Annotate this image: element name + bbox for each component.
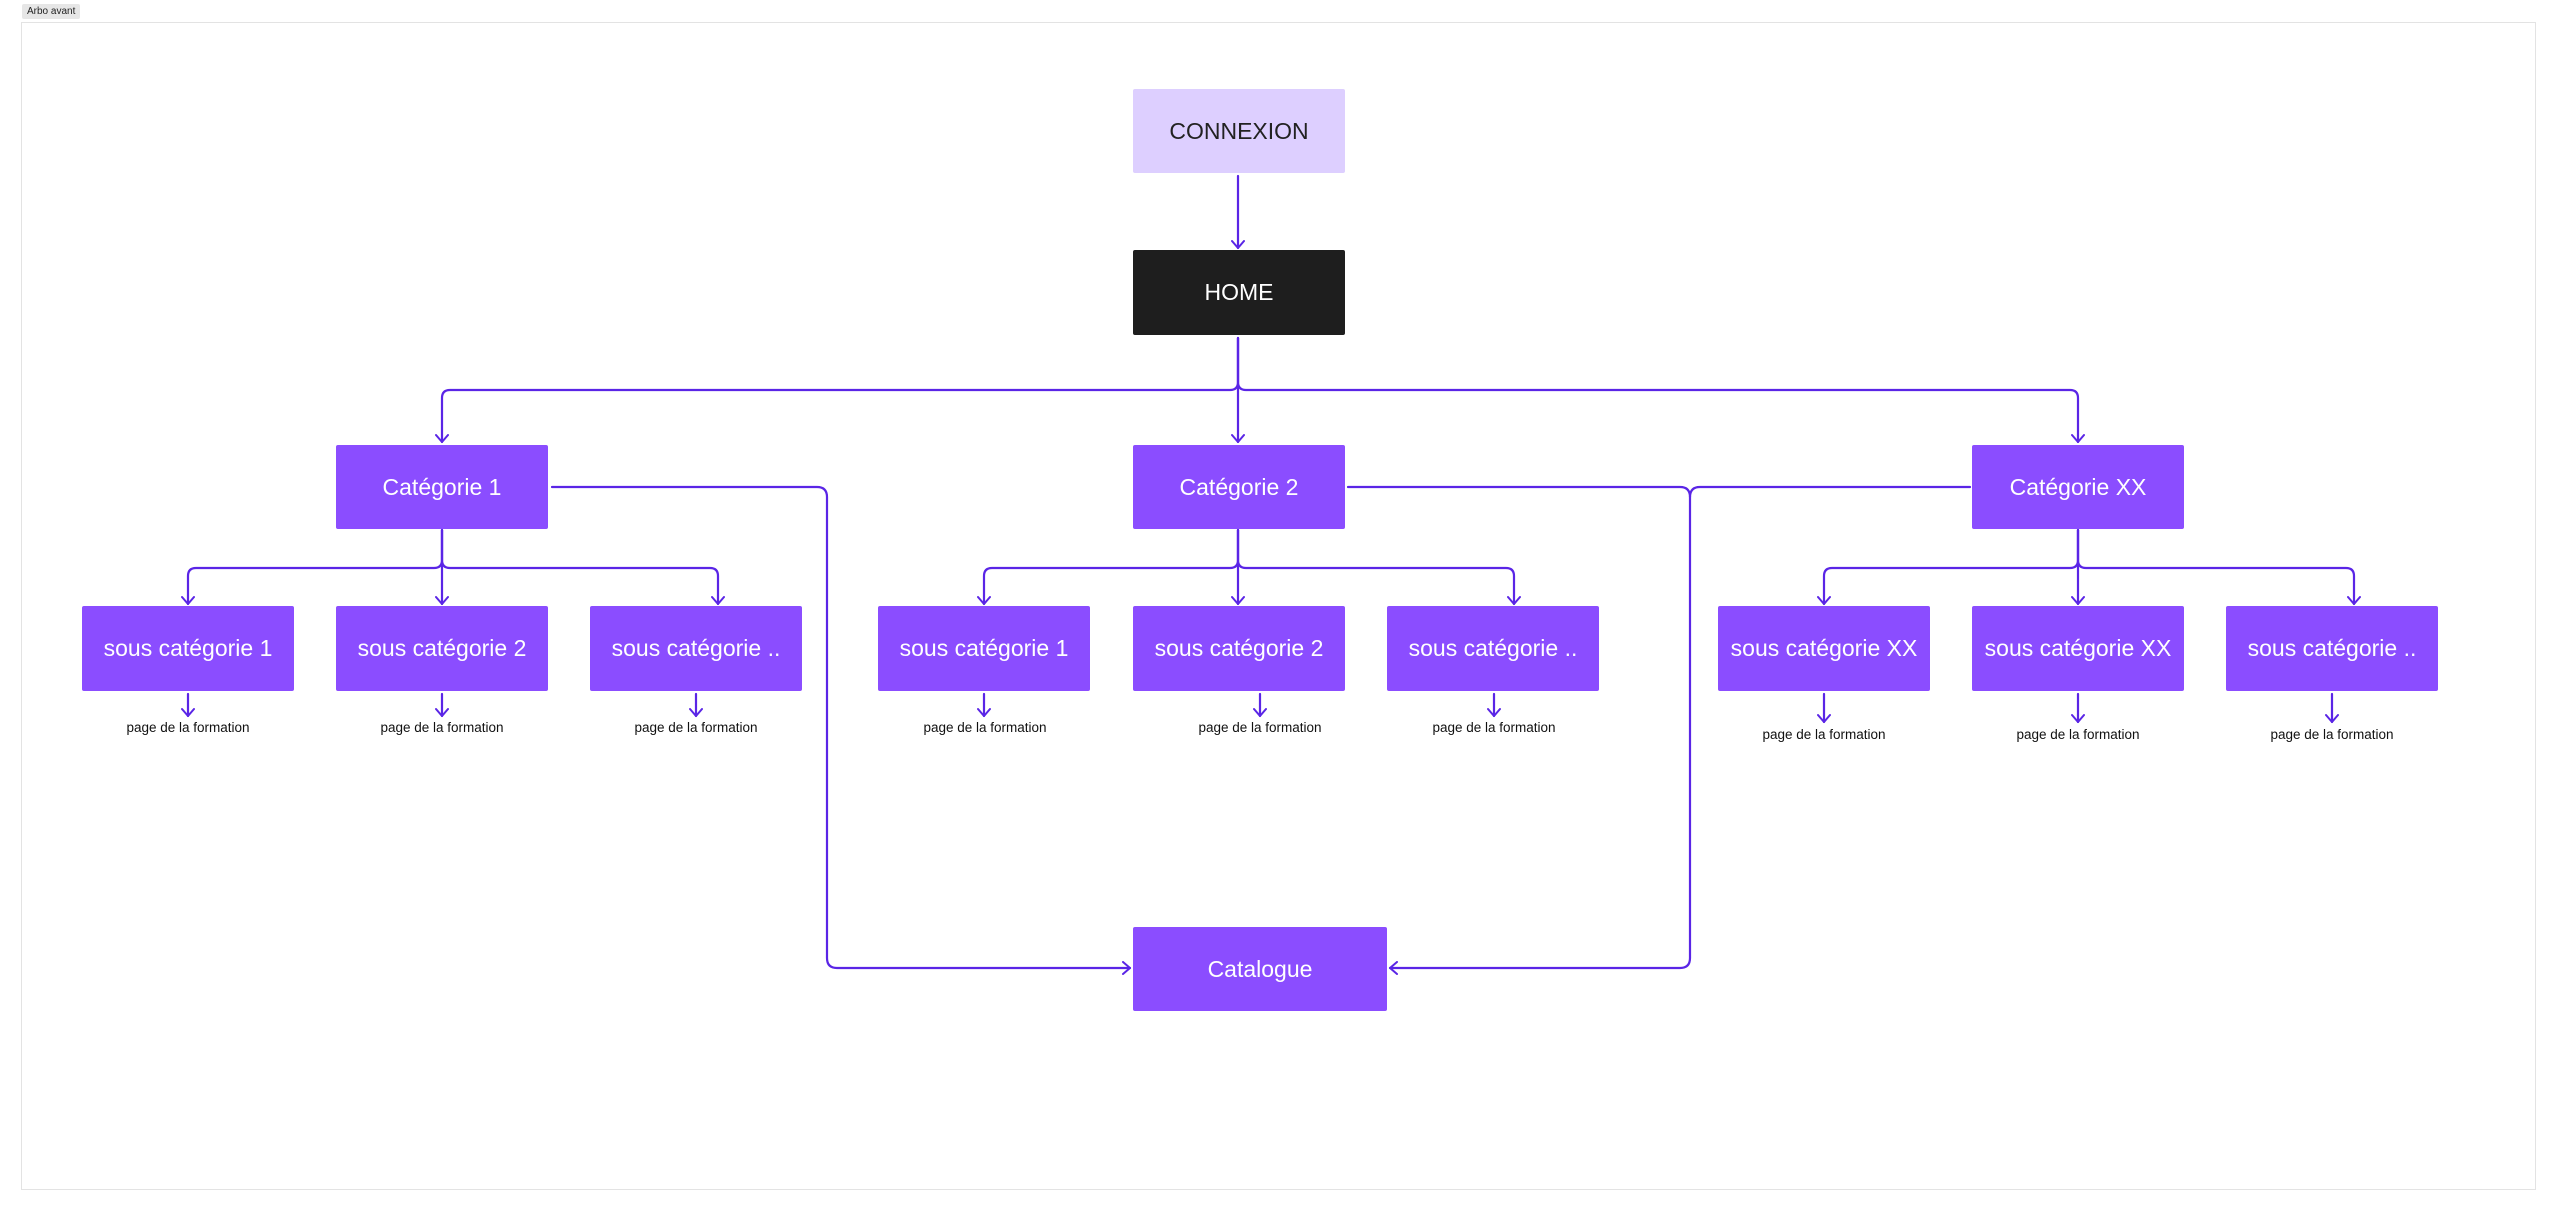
edge-cat1-sub1	[181, 528, 444, 606]
node-catxx-sous-categorie-etc: sous catégorie ..	[2226, 606, 2438, 691]
edge-cat1-sub3	[440, 528, 725, 606]
node-catxx-sous-categorie-xx-a: sous catégorie XX	[1718, 606, 1930, 691]
node-home: HOME	[1133, 250, 1345, 335]
leaf-page-formation: page de la formation	[634, 720, 758, 735]
leaf-page-formation: page de la formation	[1762, 727, 1886, 742]
leaf-page-formation: page de la formation	[1198, 720, 1322, 735]
node-cat2-sous-categorie-etc: sous catégorie ..	[1387, 606, 1599, 691]
edge-catxx-sub3	[2076, 528, 2361, 606]
node-categorie-xx: Catégorie XX	[1972, 445, 2184, 529]
edge-cat2-sub3	[1236, 528, 1521, 606]
edge-home-catxx	[1236, 336, 2085, 444]
frame-label[interactable]: Arbo avant	[22, 4, 81, 19]
node-cat2-sous-categorie-1: sous catégorie 1	[878, 606, 1090, 691]
edge-cat2-sub1	[977, 528, 1240, 606]
node-catxx-sous-categorie-xx-b: sous catégorie XX	[1972, 606, 2184, 691]
leaf-page-formation: page de la formation	[2016, 727, 2140, 742]
leaf-page-formation: page de la formation	[126, 720, 250, 735]
leaf-page-formation: page de la formation	[923, 720, 1047, 735]
diagram-frame	[21, 22, 2536, 1190]
node-connexion: CONNEXION	[1133, 89, 1345, 173]
node-cat1-sous-categorie-etc: sous catégorie ..	[590, 606, 802, 691]
node-catalogue: Catalogue	[1133, 927, 1387, 1011]
edge-cat1-catalogue	[550, 485, 1132, 975]
leaf-page-formation: page de la formation	[2270, 727, 2394, 742]
edge-catxx-catalogue	[1388, 485, 1972, 975]
edge-home-cat1	[435, 336, 1240, 444]
node-cat1-sous-categorie-2: sous catégorie 2	[336, 606, 548, 691]
edge-cat2-catalogue	[1346, 485, 1692, 499]
edge-catxx-sub1	[1817, 528, 2080, 606]
node-cat1-sous-categorie-1: sous catégorie 1	[82, 606, 294, 691]
leaf-page-formation: page de la formation	[380, 720, 504, 735]
node-categorie-2: Catégorie 2	[1133, 445, 1345, 529]
leaf-page-formation: page de la formation	[1432, 720, 1556, 735]
node-cat2-sous-categorie-2: sous catégorie 2	[1133, 606, 1345, 691]
node-categorie-1: Catégorie 1	[336, 445, 548, 529]
